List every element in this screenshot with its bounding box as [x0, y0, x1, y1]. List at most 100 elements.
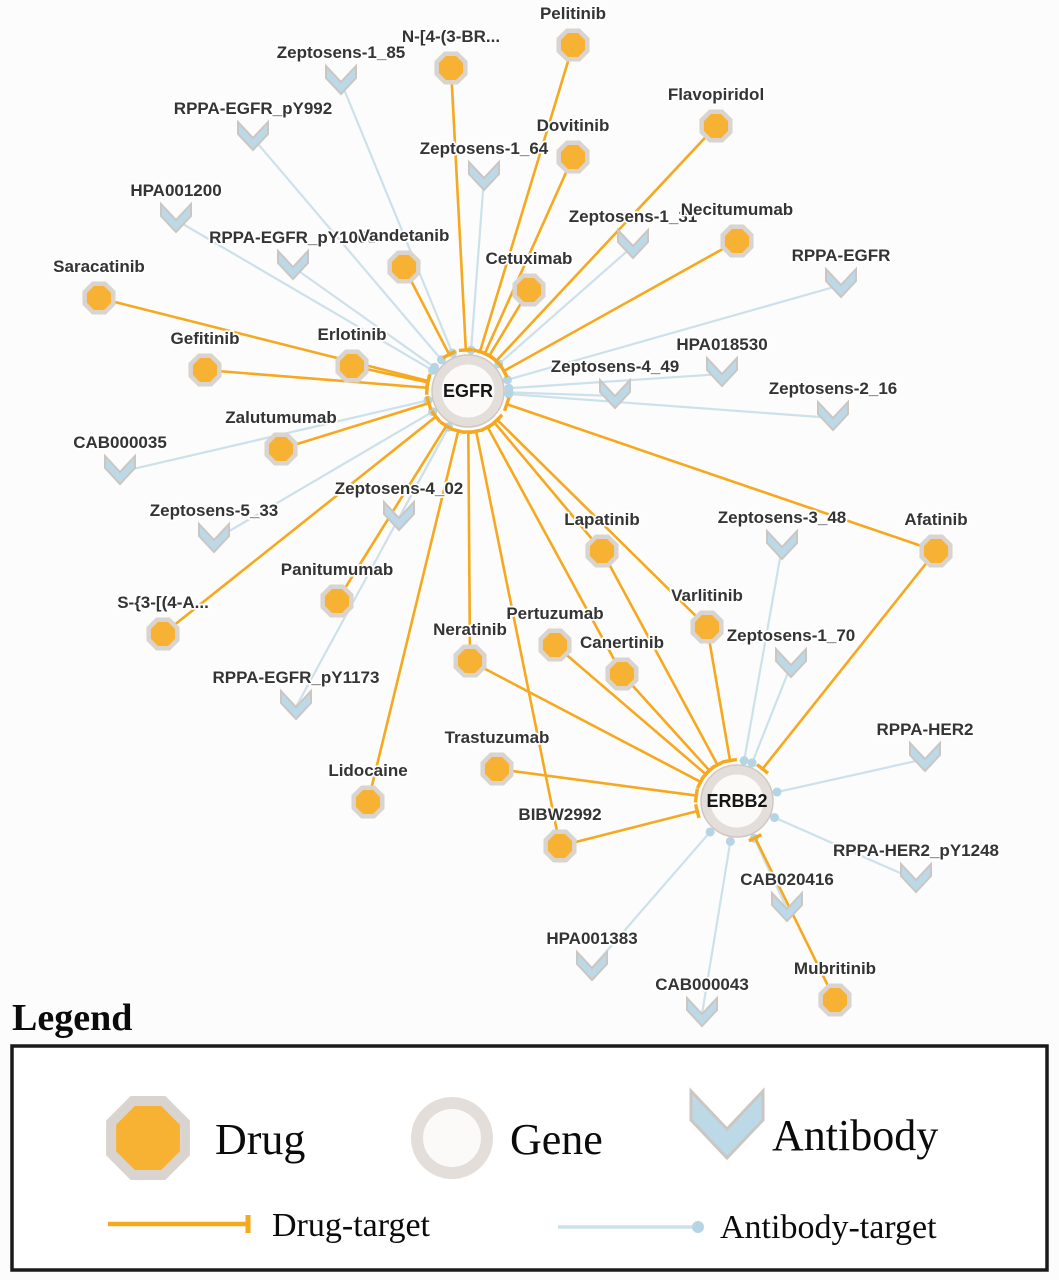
antibody-label-zeptosens-5-33: Zeptosens-5_33	[150, 501, 279, 520]
antibody-node-zeptosens-5-33[interactable]	[198, 521, 230, 554]
antibody-node-cab000043[interactable]	[686, 995, 718, 1028]
drug-label-varlitinib: Varlitinib	[671, 586, 743, 605]
antibody-node-rppa-egfr[interactable]	[825, 266, 857, 299]
drug-node-neratinib[interactable]	[453, 644, 487, 678]
antibody-node-zeptosens-1-64[interactable]	[468, 159, 500, 192]
antibody-label-rppa-her2: RPPA-HER2	[877, 720, 974, 739]
antibody-target-dot	[770, 813, 780, 823]
antibody-target-edge	[295, 426, 450, 708]
drug-target-edge	[559, 809, 698, 848]
drug-node-s-3-4-a[interactable]	[146, 617, 180, 651]
drug-target-edge	[280, 401, 430, 451]
drug-node-flavopiridol[interactable]	[699, 109, 733, 143]
legend-title: Legend	[12, 997, 132, 1039]
antibody-node-zeptosens-1-31[interactable]	[617, 227, 649, 260]
gene-node-egfr[interactable]: EGFR	[431, 354, 505, 428]
drug-node-lidocaine[interactable]	[351, 785, 385, 819]
drug-node-necitumumab[interactable]	[720, 224, 754, 258]
antibody-node-rppa-her2-py1248[interactable]	[900, 861, 932, 894]
drug-node-trastuzumab[interactable]	[480, 752, 514, 786]
drug-target-edge	[503, 239, 738, 373]
drug-target-tee	[468, 428, 484, 435]
drug-node-pertuzumab[interactable]	[538, 628, 572, 662]
drug-label-cetuximab: Cetuximab	[486, 249, 573, 268]
drug-target-edge	[705, 626, 732, 761]
antibody-target-edge	[508, 372, 723, 390]
antibody-label-hpa001383: HPA001383	[546, 929, 637, 948]
antibody-target-dot	[705, 827, 715, 837]
drug-target-edge	[478, 44, 575, 353]
drug-node-zalutumumab[interactable]	[264, 432, 298, 466]
drug-label-s-3-4-a: S-{3-[(4-A...	[117, 593, 209, 612]
antibody-target-edge	[498, 245, 634, 365]
drug-label-lapatinib: Lapatinib	[564, 510, 640, 529]
drug-target-edge	[486, 426, 624, 675]
drug-target-tee	[425, 395, 433, 411]
drug-label-panitumumab: Panitumumab	[281, 560, 393, 579]
antibody-legend-icon	[689, 1087, 765, 1161]
antibody-target-edge	[700, 841, 732, 1015]
antibody-node-zeptosens-4-49[interactable]	[599, 377, 631, 410]
antibody-target-edge	[743, 546, 784, 761]
gene-legend-icon-inner	[423, 1109, 481, 1167]
antibody-node-rppa-her2[interactable]	[909, 740, 941, 773]
drug-target-edge	[496, 767, 697, 797]
antibody-target-edge	[469, 177, 486, 351]
antibody-node-rppa-egfr-py1068[interactable]	[277, 248, 309, 281]
drug-node-n-4-3-br[interactable]	[434, 51, 468, 85]
drug-node-gefitinib[interactable]	[188, 353, 222, 387]
drug-target-edge	[469, 659, 702, 784]
drug-node-canertinib[interactable]	[605, 657, 639, 691]
antibody-label-zeptosens-1-31: Zeptosens-1_31	[569, 207, 698, 226]
antibody-target-dot	[739, 756, 749, 766]
drug-node-bibw2992[interactable]	[543, 829, 577, 863]
antibody-label-zeptosens-1-70: Zeptosens-1_70	[727, 626, 856, 645]
antibody-node-cab020416[interactable]	[771, 890, 803, 923]
drug-target-edge	[493, 421, 603, 552]
antibody-node-rppa-egfr-py1173[interactable]	[280, 688, 312, 721]
antibody-label-zeptosens-4-49: Zeptosens-4_49	[551, 357, 680, 376]
antibody-node-zeptosens-2-16[interactable]	[817, 399, 849, 432]
drug-target-tee	[458, 347, 473, 353]
gene-label-egfr: EGFR	[443, 381, 493, 401]
gene-node-erbb2[interactable]: ERBB2	[700, 764, 774, 838]
drug-node-panitumumab[interactable]	[320, 584, 354, 618]
drug-node-erlotinib[interactable]	[335, 349, 369, 383]
drug-target-legend-label: Drug-target	[272, 1207, 431, 1244]
drug-node-mubritinib[interactable]	[818, 983, 852, 1017]
antibody-node-zeptosens-1-85[interactable]	[325, 63, 357, 96]
antibody-target-dot	[747, 758, 757, 768]
antibody-node-zeptosens-3-48[interactable]	[766, 528, 798, 561]
antibody-node-zeptosens-1-70[interactable]	[775, 646, 807, 679]
antibody-label-cab000043: CAB000043	[655, 975, 749, 994]
antibody-target-edge	[339, 81, 454, 354]
drug-target-edge	[621, 673, 711, 772]
gene-label-erbb2: ERBB2	[706, 791, 767, 811]
drug-node-cetuximab[interactable]	[512, 273, 546, 307]
antibody-target-dot	[725, 836, 735, 846]
drug-label-mubritinib: Mubritinib	[794, 959, 876, 978]
antibody-node-cab000035[interactable]	[104, 453, 136, 486]
antibody-node-hpa001200[interactable]	[160, 201, 192, 234]
antibody-target-legend-label: Antibody-target	[720, 1209, 937, 1246]
drug-target-tee	[480, 422, 495, 432]
antibody-node-hpa001383[interactable]	[576, 949, 608, 982]
drug-node-lapatinib[interactable]	[585, 534, 619, 568]
drug-node-afatinib[interactable]	[919, 534, 953, 568]
drug-node-vandetanib[interactable]	[387, 250, 421, 284]
drug-node-pelitinib[interactable]	[556, 28, 590, 62]
drug-target-tee	[693, 788, 699, 803]
antibody-node-rppa-egfr-py992[interactable]	[237, 119, 269, 152]
drug-label-vandetanib: Vandetanib	[359, 226, 450, 245]
drug-node-dovitinib[interactable]	[556, 140, 590, 174]
antibody-target-legend-dot	[692, 1221, 704, 1233]
antibody-target-edge	[591, 831, 711, 969]
drug-target-tee	[755, 763, 770, 775]
drug-node-varlitinib[interactable]	[690, 610, 724, 644]
drug-node-saracatinib[interactable]	[82, 281, 116, 315]
antibody-node-zeptosens-4-02[interactable]	[383, 499, 415, 532]
drug-target-tee	[430, 410, 442, 424]
antibody-label-rppa-egfr-py992: RPPA-EGFR_pY992	[174, 99, 332, 118]
antibody-node-hpa018530[interactable]	[706, 355, 738, 388]
